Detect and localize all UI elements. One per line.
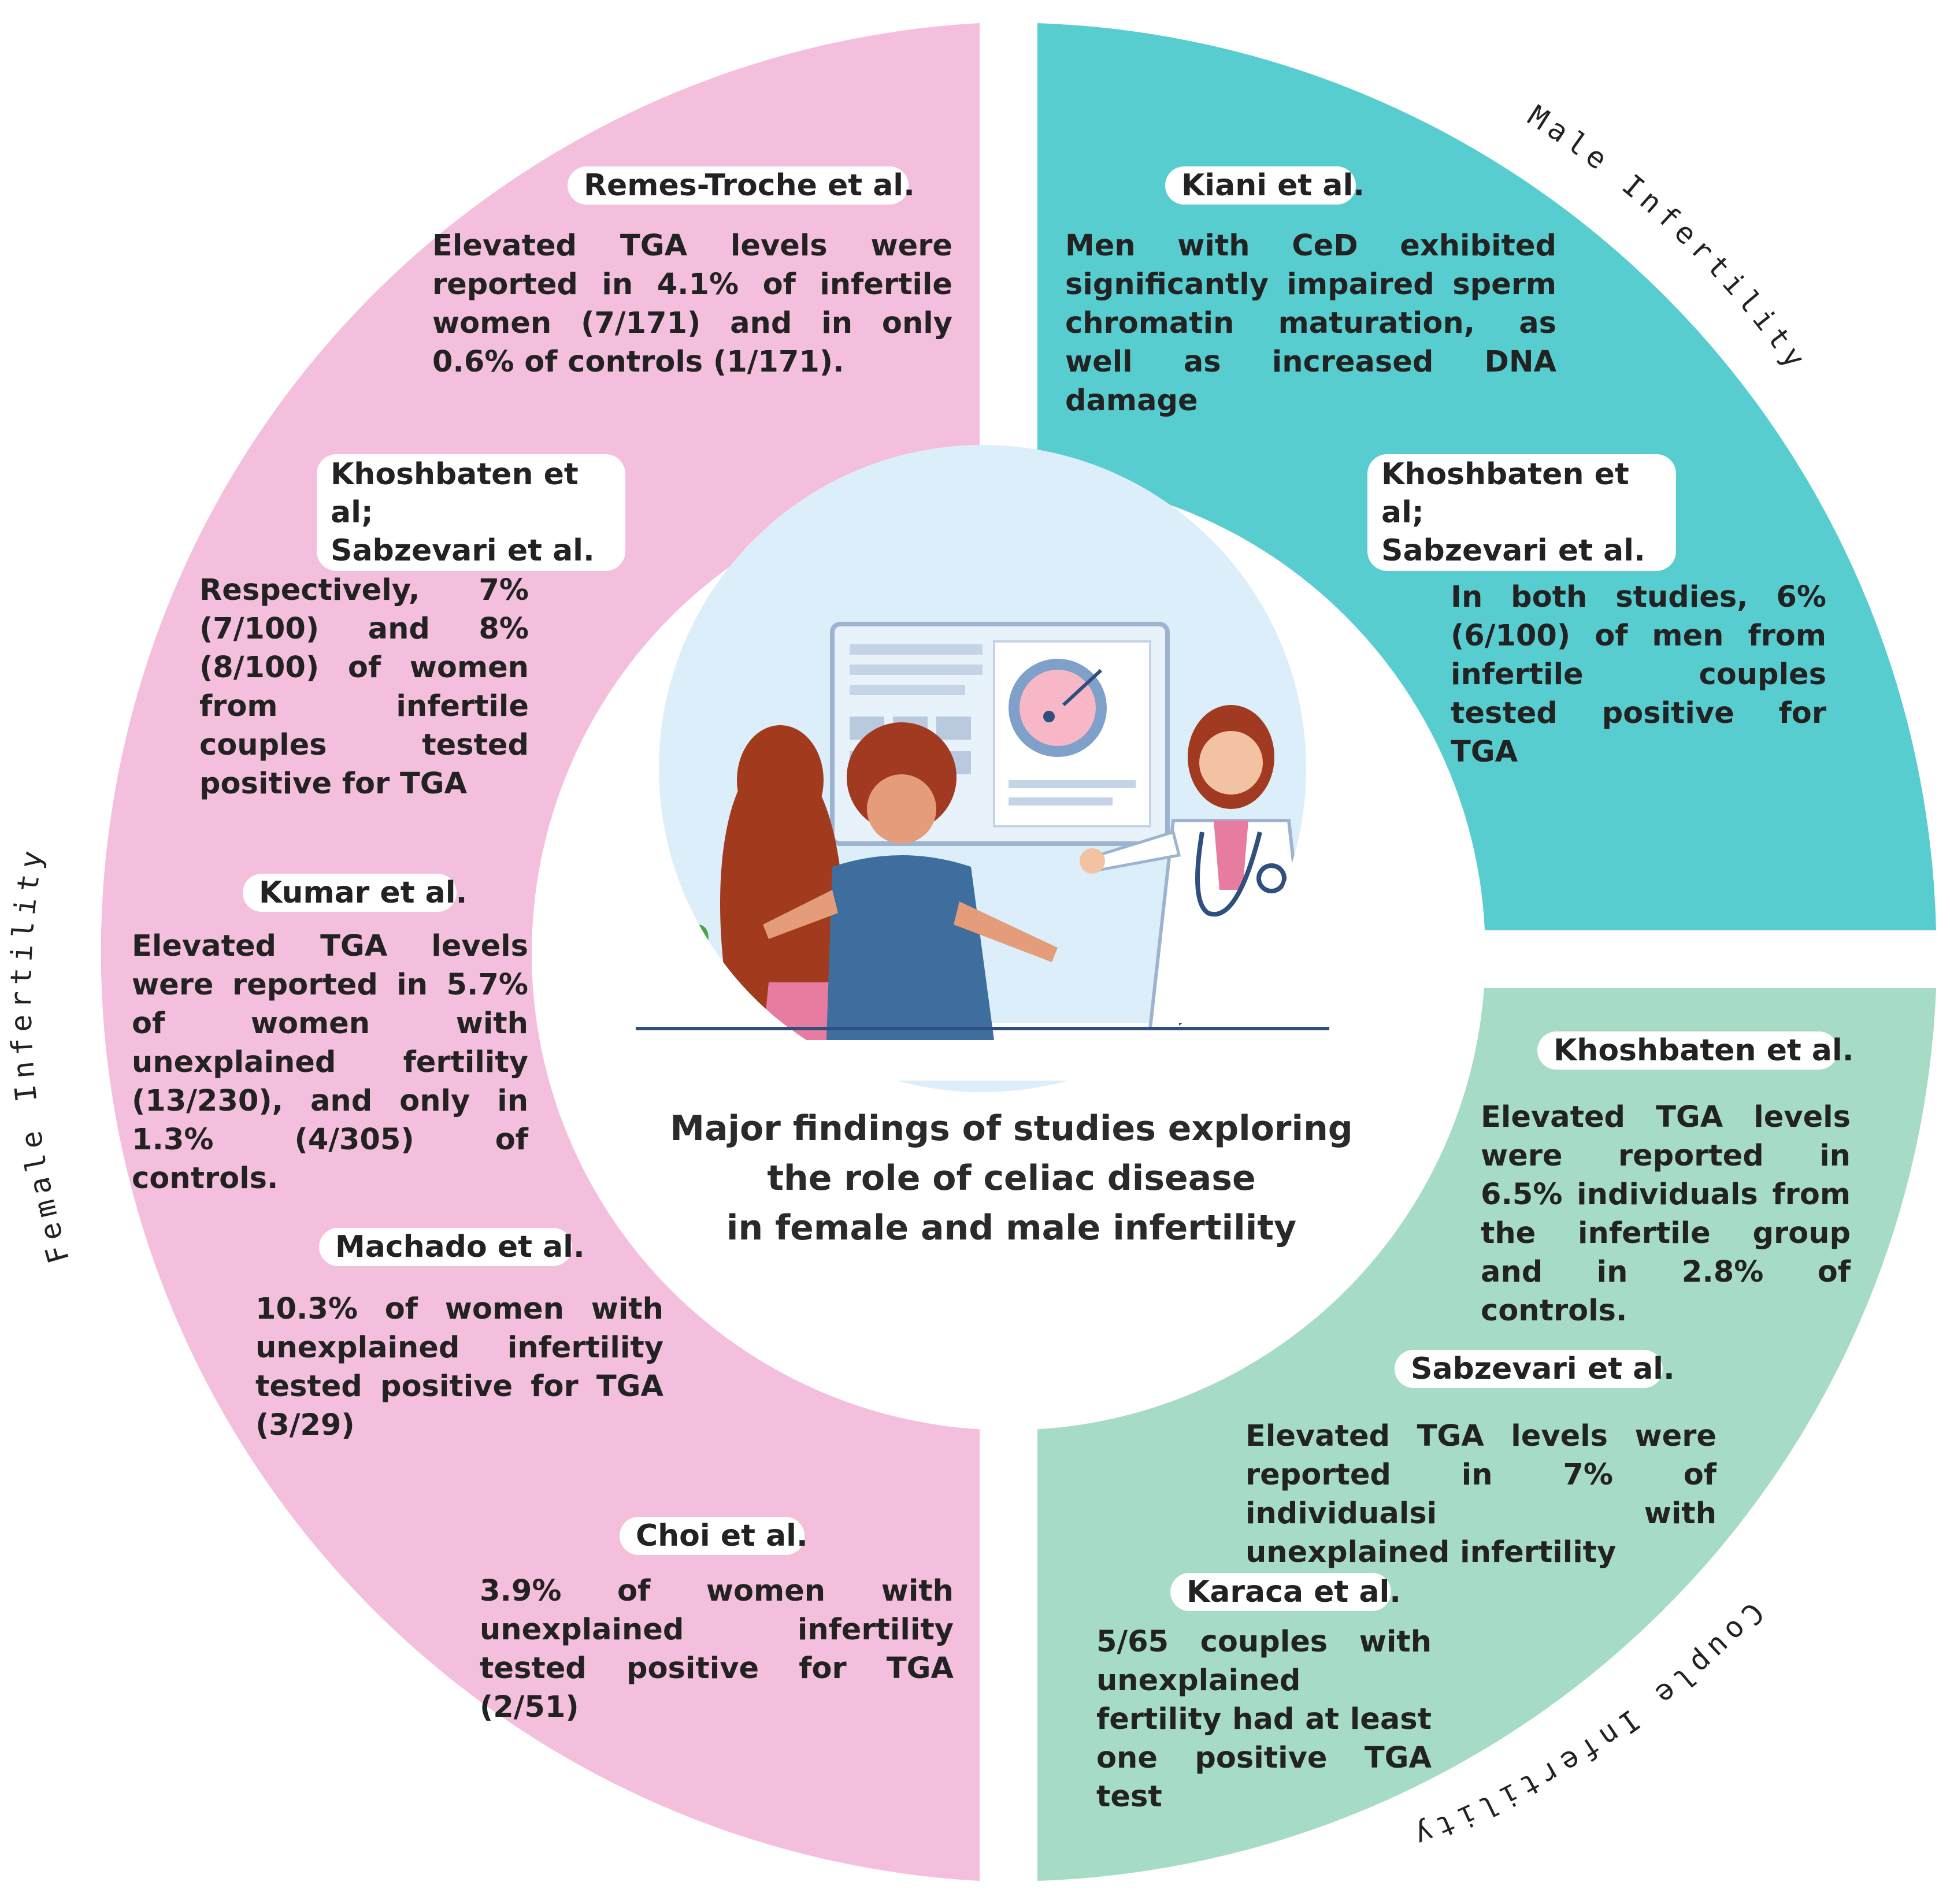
couple-study-2-author: Sabzevari et al. xyxy=(1395,1350,1675,1388)
center-title: Major findings of studies exploring the … xyxy=(636,1104,1387,1253)
center-title-line-1: Major findings of studies exploring xyxy=(670,1108,1353,1149)
female-study-2-finding: Respectively, 7% (7/100) and 8% (8/100) … xyxy=(199,573,529,801)
couple-study-1-finding: Elevated TGA levels were reported in 6.5… xyxy=(1481,1100,1851,1328)
male-study-1-finding: Men with CeD exhibited significantly imp… xyxy=(1065,229,1556,418)
female-study-1-author: Remes-Troche et al. xyxy=(568,166,915,205)
female-study-4-author: Machado et al. xyxy=(319,1228,585,1266)
female-infertility-label: Female Infertility xyxy=(4,843,76,1267)
female-study-4-finding: 10.3% of women with unexplained infertil… xyxy=(255,1292,663,1442)
female-study-2-author: Khoshbaten et al; Sabzevari et al. xyxy=(317,454,625,571)
female-study-3-finding: Elevated TGA levels were reported in 5.7… xyxy=(132,929,528,1196)
couple-study-2-finding: Elevated TGA levels were reported in 7% … xyxy=(1245,1419,1717,1569)
female-study-2-author-line-2: Sabzevari et al. xyxy=(331,533,595,568)
female-study-2-author-line-1: Khoshbaten et al; xyxy=(331,457,579,530)
male-study-2-author-line-1: Khoshbaten et al; xyxy=(1381,457,1629,530)
couple-study-1-author: Khoshbaten et al. xyxy=(1537,1031,1853,1070)
center-title-line-3: in female and male infertility xyxy=(726,1208,1297,1248)
male-study-2-author: Khoshbaten et al; Sabzevari et al. xyxy=(1367,454,1676,571)
couple-study-3-author: Karaca et al. xyxy=(1170,1573,1401,1611)
female-study-1-finding: Elevated TGA levels were reported in 4.1… xyxy=(432,229,952,379)
center-title-line-2: the role of celiac disease xyxy=(767,1158,1256,1198)
male-study-2-author-line-2: Sabzevari et al. xyxy=(1381,533,1645,568)
female-infertility-label-path: Female Infertility xyxy=(4,843,70,1267)
female-study-5-finding: 3.9% of women with unexplained infertili… xyxy=(480,1574,954,1724)
couple-study-3-finding: 5/65 couples with unexplained fertility … xyxy=(1096,1625,1432,1814)
male-study-2-finding: In both studies, 6% (6/100) of men from … xyxy=(1451,580,1826,769)
female-study-3-author: Kumar et al. xyxy=(243,874,467,912)
female-study-5-author: Choi et al. xyxy=(620,1517,808,1555)
male-study-1-author: Kiani et al. xyxy=(1165,166,1365,205)
